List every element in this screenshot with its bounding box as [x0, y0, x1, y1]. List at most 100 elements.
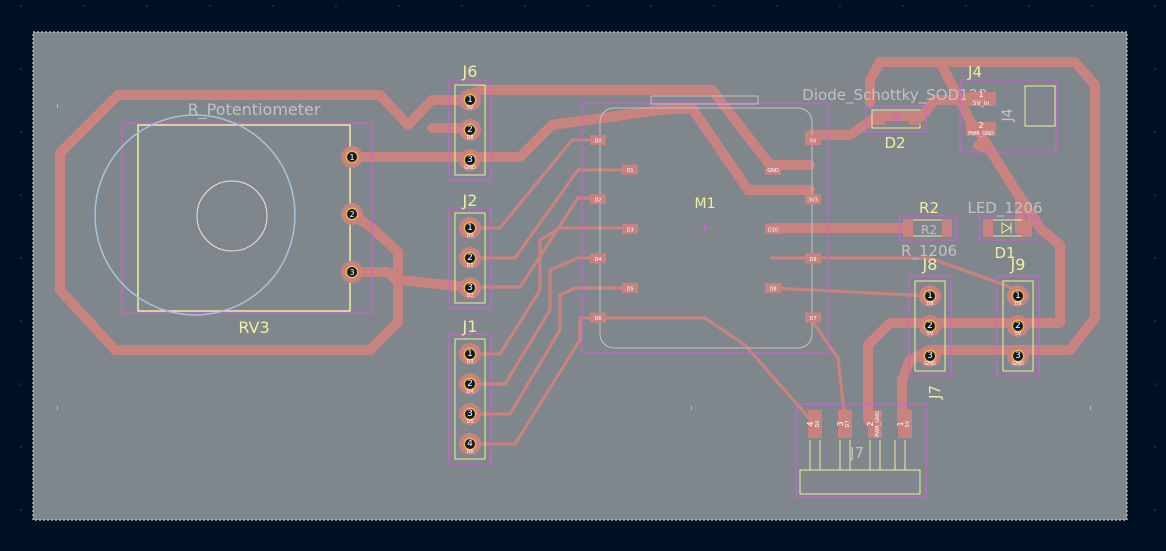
j9-courtyard: [996, 275, 1040, 377]
j4-connector[interactable]: 1 5V_in 2 PWR_GND J4 J4: [959, 63, 1057, 153]
m1-pad-label: D4: [594, 257, 601, 263]
j4-pin-1-label: 5V_in: [973, 100, 990, 107]
d2-courtyard: [865, 105, 927, 133]
m1-pad-left[interactable]: D0: [590, 135, 606, 145]
m1-pad-right[interactable]: D8: [765, 283, 781, 293]
d1-pad-1[interactable]: [983, 219, 993, 237]
m1-pad-left[interactable]: D5: [622, 283, 638, 293]
m1-pad-right[interactable]: D10: [765, 223, 781, 234]
rv3-potentiometer[interactable]: R_Potentiometer RV3 1 2 3: [94, 100, 373, 337]
j4-pin-1-number: 1: [978, 90, 983, 99]
j6-courtyard: [448, 79, 492, 181]
j8-pin-1[interactable]: 1D8: [919, 285, 941, 307]
j9-pin-1[interactable]: 1D9: [1007, 285, 1029, 307]
j9-ref-label: J9: [1010, 255, 1026, 274]
j1-pin-label: D4: [466, 389, 473, 395]
d1-footprint-label: LED_1206: [967, 199, 1042, 218]
j4-courtyard: [959, 79, 1057, 153]
r2-pad-2[interactable]: [942, 219, 952, 237]
m1-pad-left[interactable]: D2: [590, 194, 606, 205]
j8-pin-2[interactable]: 25V: [919, 315, 941, 337]
j1-pin-4[interactable]: 4D6: [459, 433, 481, 455]
rv3-pin-3[interactable]: 3: [341, 261, 363, 283]
j9-pin-number: 3: [1015, 351, 1021, 361]
j6-pin-1[interactable]: 15V: [459, 89, 481, 111]
j7-pad-number: 1: [896, 421, 905, 426]
j7-pad-number: 4: [806, 421, 815, 426]
j9-silk: [1002, 280, 1034, 372]
j8-pin-number: 2: [927, 321, 933, 331]
j7-fab-ref: J7: [849, 444, 864, 462]
m1-pad-left[interactable]: D6: [590, 312, 606, 323]
j8-pin-label: 5V: [927, 331, 934, 337]
r2-footprint-label: R_1206: [901, 242, 957, 261]
j4-pad-1[interactable]: [966, 92, 996, 106]
m1-pad-right[interactable]: 3V3: [805, 194, 821, 205]
m1-pad-label: D5: [626, 287, 633, 293]
m1-pad-left[interactable]: D1: [622, 164, 638, 175]
j2-pin-label: D2: [466, 293, 473, 299]
m1-pad-left[interactable]: D4: [590, 253, 606, 264]
j1-pin-1[interactable]: 1D3: [459, 343, 481, 365]
d1-led[interactable]: LED_1206 D1: [967, 199, 1042, 262]
j8-silk: [914, 280, 946, 372]
d2-diode[interactable]: Diode_Schottky_SOD123 D2: [802, 86, 987, 152]
j9-pin-label: GND: [1012, 361, 1024, 367]
d2-pad-1[interactable]: [873, 111, 885, 125]
j4-pin-2-label: PWR_GND: [968, 131, 994, 137]
led-symbol-icon: [1001, 222, 1012, 234]
j2-pin-3[interactable]: 3D2: [459, 277, 481, 299]
j8-pin-label: D8: [926, 301, 933, 307]
pin-headers: J615V2D83GNDJ21D02D13D2J11D32D43D54D6J81…: [448, 62, 1040, 465]
j1-pin-label: D3: [466, 359, 473, 365]
j2-pin-1[interactable]: 1D0: [459, 217, 481, 239]
board-edge: [32, 31, 1128, 521]
m1-pad-right[interactable]: D9: [805, 253, 821, 264]
d1-pad-2[interactable]: [1022, 219, 1032, 237]
m1-pad-right[interactable]: 5V: [805, 135, 821, 145]
rv3-pin-3-number: 3: [349, 268, 354, 277]
r2-resistor[interactable]: R2 R2 R_1206: [899, 199, 957, 261]
j8-pin-number: 3: [927, 351, 933, 361]
rv3-pin-2[interactable]: 2: [341, 203, 363, 225]
j6-ref-label: J6: [462, 62, 478, 81]
j7-pad-label: D6: [815, 420, 821, 427]
j6-pin-2[interactable]: 2D8: [459, 119, 481, 141]
m1-pad-label: D1: [626, 168, 633, 174]
d2-pad-2[interactable]: [909, 111, 921, 125]
rv3-pin-2-number: 2: [349, 210, 354, 219]
j1-pin-2[interactable]: 2D4: [459, 373, 481, 395]
r2-pad-1[interactable]: [903, 219, 913, 237]
j4-pad-2[interactable]: [966, 122, 996, 136]
j2-pin-2[interactable]: 2D1: [459, 247, 481, 269]
r2-ref-label: R2: [919, 199, 939, 217]
m1-pad-right[interactable]: D7: [805, 312, 821, 323]
rv3-footprint-label: R_Potentiometer: [188, 100, 321, 120]
j6-silk: [454, 84, 486, 176]
j1-pin-label: D5: [466, 419, 473, 425]
j1-pin-3[interactable]: 3D5: [459, 403, 481, 425]
j9-pin-2[interactable]: 25V: [1007, 315, 1029, 337]
d1-courtyard: [979, 215, 1037, 241]
m1-pad-right[interactable]: GND: [765, 164, 781, 175]
j2-silk: [454, 212, 486, 304]
j2-ref-label: J2: [462, 191, 478, 210]
rv3-pin-1[interactable]: 1: [341, 146, 363, 168]
j2-header[interactable]: J2 1D0 2D1 3D2: [448, 191, 492, 309]
m1-pad-left[interactable]: D3: [622, 223, 638, 234]
